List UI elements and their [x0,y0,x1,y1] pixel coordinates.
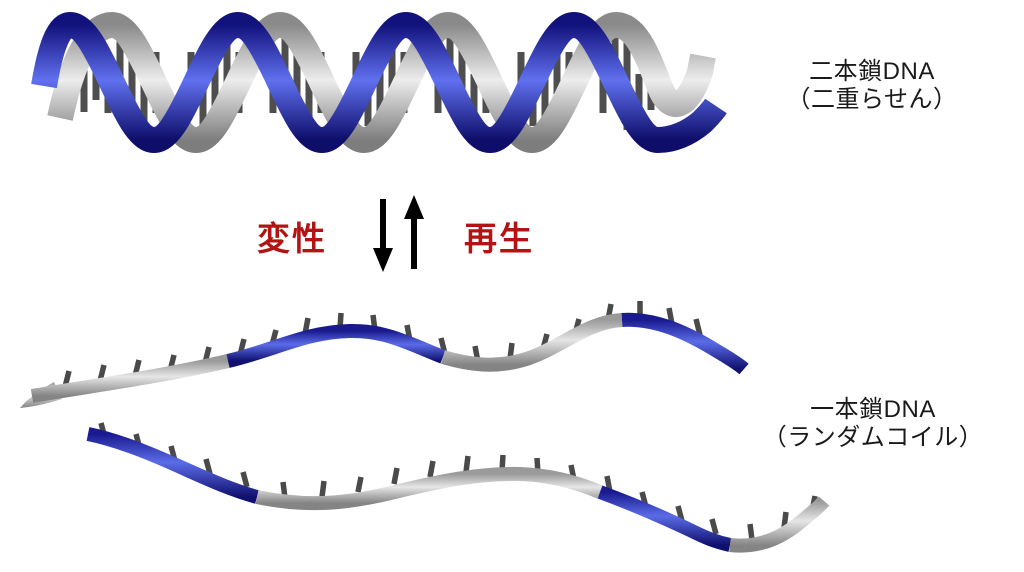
strand1-blue-segment [226,323,446,368]
single-strand-lower [86,422,830,553]
label-double-stranded-dna-line1: 二本鎖DNA [809,58,935,85]
helix-blue-strand [31,11,727,154]
down-arrow-icon [373,199,393,272]
label-single-stranded-dna-line1: 一本鎖DNA [810,396,936,423]
label-renaturation: 再生 [464,220,534,257]
label-single-stranded-dna: 一本鎖DNA （ランダムコイル） [748,396,998,452]
strand1-blue-segment-2 [621,312,749,375]
single-strand-upper [20,301,749,408]
strand2-blue-segment [86,427,259,504]
label-double-stranded-dna: 二本鎖DNA （二重らせん） [752,58,992,114]
label-double-stranded-dna-line2: （二重らせん） [786,86,958,114]
strand2-blue-segment-2 [597,485,732,552]
strand2-gray-segment-2 [729,496,830,553]
equilibrium-arrows [373,195,424,272]
label-denaturation: 変性 [257,220,327,257]
strand1-gray-segment [30,354,230,403]
up-arrow-icon [404,195,424,269]
double-helix-graphic [31,11,727,154]
helix-gray-strand [47,11,716,154]
strand1-gray-segment-2 [441,313,623,372]
label-single-stranded-dna-line2: （ランダムコイル） [762,424,984,452]
strand2-gray-segment [255,466,603,511]
